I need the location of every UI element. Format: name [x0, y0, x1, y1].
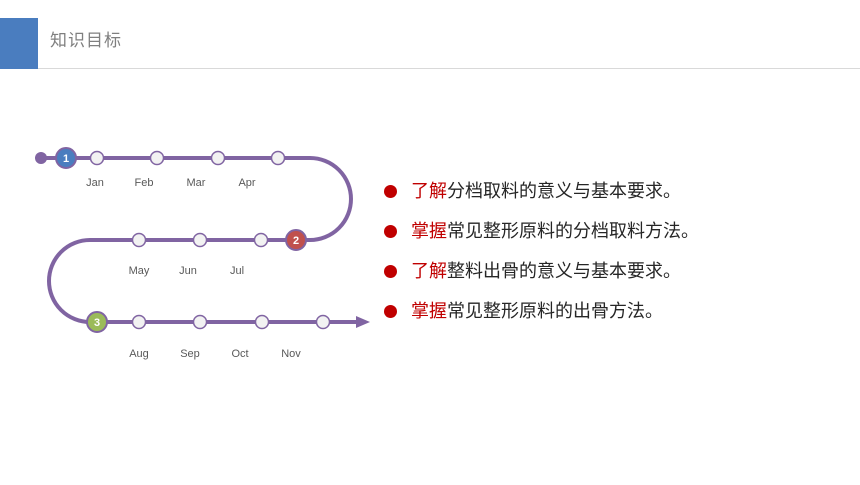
month-label: Jan: [86, 177, 104, 189]
goal-text: 常见整形原料的分档取料方法。: [447, 221, 699, 242]
timeline-node: [89, 150, 105, 166]
goal-keyword: 了解: [411, 181, 447, 202]
milestone-1-badge: [55, 147, 77, 169]
goal-keyword: 掌握: [411, 301, 447, 322]
month-label: Jul: [230, 265, 244, 277]
bullet-dot: [384, 305, 397, 318]
page-title: 知识目标: [50, 31, 122, 51]
timeline-node: [131, 314, 147, 330]
goal-item: 掌握常见整形原料的出骨方法。: [384, 298, 699, 326]
goal-keyword: 了解: [411, 261, 447, 282]
goal-text: 分档取料的意义与基本要求。: [447, 181, 681, 202]
month-label: May: [129, 265, 150, 277]
timeline-node: [210, 150, 226, 166]
timeline-node: [253, 232, 269, 248]
month-label: Apr: [238, 177, 255, 189]
milestone-3-number: 3: [94, 317, 100, 329]
timeline-node: [149, 150, 165, 166]
month-label: Aug: [129, 348, 149, 360]
bullet-dot: [384, 265, 397, 278]
milestone-3-badge: [86, 311, 108, 333]
goal-text: 常见整形原料的出骨方法。: [447, 301, 663, 322]
milestone-1-number: 1: [63, 153, 69, 165]
timeline-node: [131, 232, 147, 248]
timeline-node: [192, 232, 208, 248]
timeline-node: [254, 314, 270, 330]
timeline-node: [315, 314, 331, 330]
goal-keyword: 掌握: [411, 221, 447, 242]
bullet-dot: [384, 225, 397, 238]
goals-list: 了解分档取料的意义与基本要求。 掌握常见整形原料的分档取料方法。 了解整料出骨的…: [384, 178, 699, 338]
goal-text: 整料出骨的意义与基本要求。: [447, 261, 681, 282]
milestone-2-number: 2: [293, 235, 299, 247]
month-label: Oct: [231, 348, 248, 360]
month-label: Mar: [187, 177, 206, 189]
goal-item: 掌握常见整形原料的分档取料方法。: [384, 218, 699, 246]
timeline-arrow: [356, 316, 370, 328]
timeline-start-dot: [35, 152, 47, 164]
timeline-node: [192, 314, 208, 330]
goal-item: 了解分档取料的意义与基本要求。: [384, 178, 699, 206]
milestone-2-badge: [285, 229, 307, 251]
month-label: Nov: [281, 348, 301, 360]
timeline-node: [270, 150, 286, 166]
title-accent-block: [0, 18, 38, 69]
title-bar: 知识目标: [0, 18, 860, 69]
goal-item: 了解整料出骨的意义与基本要求。: [384, 258, 699, 286]
month-label: Sep: [180, 348, 200, 360]
month-label: Jun: [179, 265, 197, 277]
bullet-dot: [384, 185, 397, 198]
month-label: Feb: [135, 177, 154, 189]
